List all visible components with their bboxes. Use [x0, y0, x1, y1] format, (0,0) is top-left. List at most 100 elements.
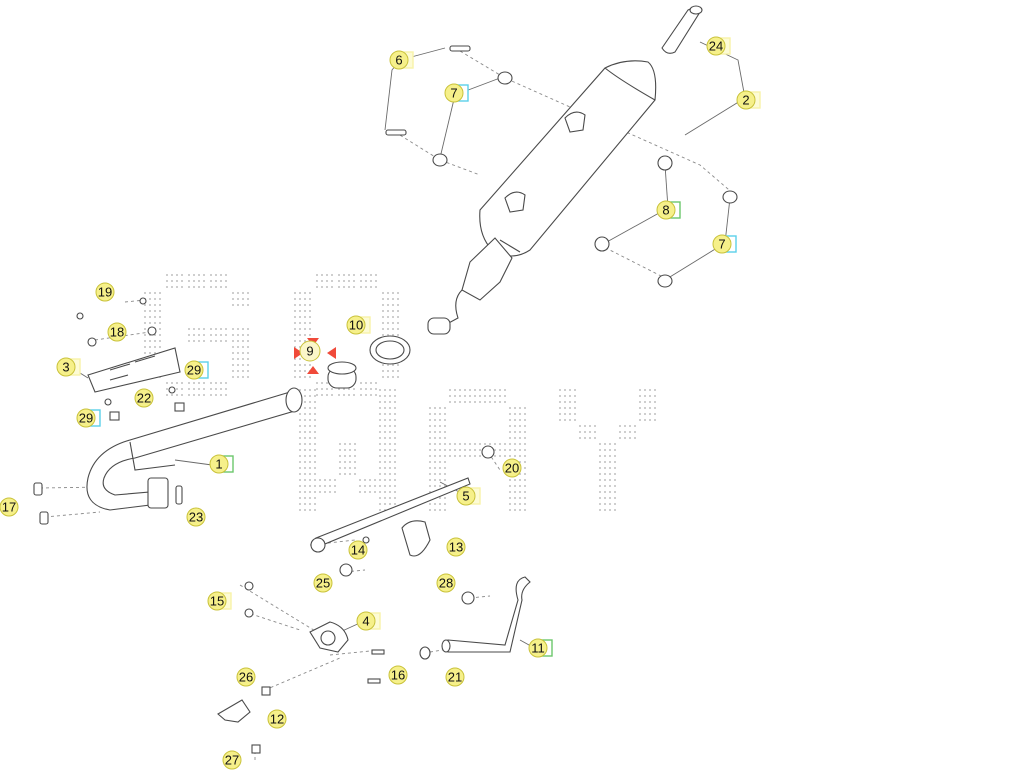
watermark-dot: [220, 280, 222, 282]
watermark-dot: [379, 407, 381, 409]
callout-c21: 21: [445, 667, 465, 687]
callout-circle: [356, 611, 376, 631]
watermark-dot: [294, 310, 296, 312]
callout-c9: 9: [299, 340, 321, 362]
watermark-dot: [614, 497, 616, 499]
watermark-dot: [604, 485, 606, 487]
watermark-dot: [649, 401, 651, 403]
watermark-dot: [203, 280, 205, 282]
watermark-dot: [384, 437, 386, 439]
watermark-dot: [439, 485, 441, 487]
callout-c2: 2: [736, 90, 761, 110]
watermark-dot: [444, 509, 446, 511]
watermark-dot: [210, 382, 212, 384]
callout-circle: [186, 507, 206, 527]
callout-number: 3: [62, 360, 69, 375]
watermark-dot: [326, 280, 328, 282]
watermark-dot: [494, 389, 496, 391]
watermark-dot: [309, 509, 311, 511]
callout-number: 2: [742, 93, 749, 108]
watermark-dot: [314, 503, 316, 505]
watermark-dot: [449, 443, 451, 445]
watermark-dot: [375, 394, 377, 396]
watermark-dot: [299, 461, 301, 463]
watermark-dot: [349, 455, 351, 457]
callout-circle: [436, 573, 456, 593]
watermark-dot: [514, 503, 516, 505]
watermark-dot: [232, 364, 234, 366]
callout-c6: 6: [389, 50, 414, 70]
watermark-dot: [614, 485, 616, 487]
watermark-dot: [144, 304, 146, 306]
watermark-dot: [314, 407, 316, 409]
watermark-dot: [624, 431, 626, 433]
washers: [432, 71, 738, 288]
watermark-dot: [382, 304, 384, 306]
watermark-dot: [524, 473, 526, 475]
watermark-dot: [639, 401, 641, 403]
watermark-dot: [384, 443, 386, 445]
watermark-dot: [387, 310, 389, 312]
watermark-dot: [499, 401, 501, 403]
bolt-14: [362, 536, 370, 544]
watermark-dot: [397, 328, 399, 330]
watermark-dot: [294, 328, 296, 330]
watermark-dot: [331, 274, 333, 276]
watermark-dot: [294, 340, 296, 342]
watermark-dot: [429, 485, 431, 487]
watermark-dot: [382, 370, 384, 372]
watermark-dot: [392, 328, 394, 330]
watermark-dot: [309, 310, 311, 312]
watermark-dot: [198, 328, 200, 330]
watermark-dot: [304, 413, 306, 415]
watermark-dot: [604, 449, 606, 451]
watermark-dot: [237, 370, 239, 372]
watermark-dot: [524, 431, 526, 433]
watermark-dot: [574, 413, 576, 415]
watermark-dot: [444, 419, 446, 421]
watermark-dot: [188, 382, 190, 384]
callout-circle: [76, 408, 96, 428]
watermark-dot: [524, 413, 526, 415]
watermark-dot: [299, 467, 301, 469]
bracket-13: [401, 520, 431, 557]
watermark-dot: [299, 334, 301, 336]
watermark-dot: [429, 413, 431, 415]
watermark-dot: [379, 437, 381, 439]
watermark-dot: [382, 292, 384, 294]
watermark-dot: [514, 479, 516, 481]
watermark-dot: [198, 388, 200, 390]
watermark-dot: [439, 419, 441, 421]
watermark-dot: [569, 419, 571, 421]
watermark-dot: [166, 280, 168, 282]
watermark-dot: [314, 443, 316, 445]
watermark-dot: [619, 425, 621, 427]
watermark-dot: [237, 352, 239, 354]
watermark-dot: [389, 473, 391, 475]
watermark-dot: [387, 304, 389, 306]
watermark-dot: [247, 304, 249, 306]
watermark-dot: [304, 449, 306, 451]
watermark-dot: [644, 389, 646, 391]
watermark-dot: [604, 455, 606, 457]
watermark-dot: [159, 322, 161, 324]
watermark-dot: [387, 370, 389, 372]
watermark-dot: [564, 407, 566, 409]
watermark-dot: [242, 328, 244, 330]
watermark-dot: [564, 413, 566, 415]
watermark-dot: [316, 394, 318, 396]
watermark-dot: [193, 334, 195, 336]
watermark-dot: [434, 449, 436, 451]
callout-number: 15: [210, 594, 224, 609]
watermark-dot: [459, 401, 461, 403]
watermark-dot: [479, 395, 481, 397]
watermark-dot: [314, 395, 316, 397]
watermark-dot: [509, 443, 511, 445]
watermark-dot: [299, 376, 301, 378]
watermark-dot: [198, 286, 200, 288]
watermark-dot: [429, 449, 431, 451]
callout-circle: [456, 486, 476, 506]
watermark-dot: [220, 274, 222, 276]
watermark-dot: [524, 461, 526, 463]
watermark-dot: [379, 431, 381, 433]
